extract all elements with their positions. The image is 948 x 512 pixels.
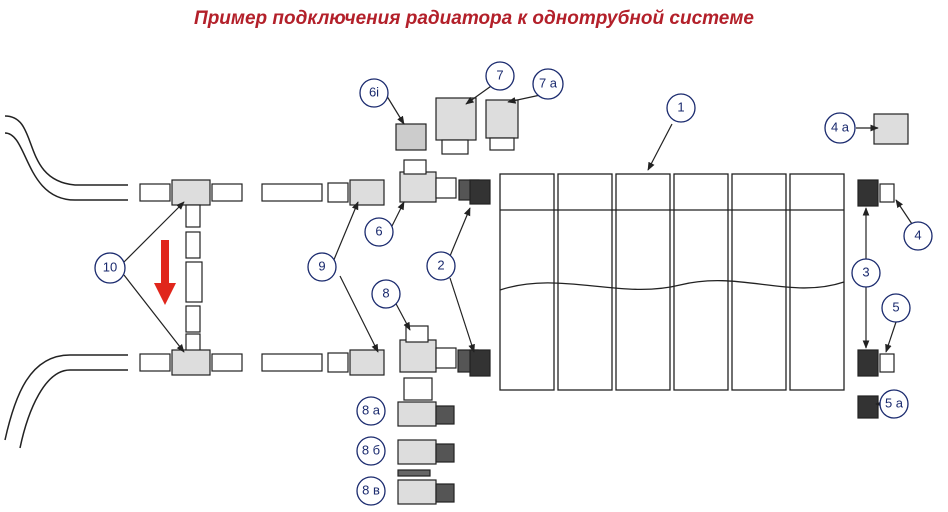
- callout-5: 5: [892, 299, 899, 314]
- radiator: [499, 173, 845, 391]
- thermostatic-valve: [399, 159, 480, 203]
- callout-10: 10: [103, 259, 117, 274]
- radiator-adapters: [469, 179, 491, 377]
- callout-3: 3: [862, 264, 869, 279]
- callout-9: 9: [318, 258, 325, 273]
- valve-variants: [397, 377, 455, 505]
- callout-7a: 7 а: [539, 75, 558, 90]
- callout-8v: 8 в: [362, 482, 380, 497]
- callout-2: 2: [437, 257, 444, 272]
- callout-6: 6: [375, 223, 382, 238]
- supply-fittings: [139, 179, 385, 259]
- callout-8a: 8 а: [362, 402, 381, 417]
- callout-4: 4: [914, 227, 921, 242]
- page-title: Пример подключения радиатора к однотрубн…: [194, 8, 754, 29]
- return-pipe: [4, 354, 128, 449]
- flow-direction-arrow: [154, 240, 176, 305]
- radiator-plugs: [857, 113, 909, 419]
- callout-1: 1: [677, 99, 684, 114]
- callouts: [94, 61, 933, 506]
- supply-pipe: [4, 115, 128, 201]
- return-fittings: [139, 349, 385, 376]
- callout-4a: 4 а: [831, 119, 850, 134]
- callout-6i: 6i: [369, 84, 379, 99]
- callout-5a: 5 а: [885, 395, 904, 410]
- callout-labels: 1 2 3 4 4 а 5 5 а 6 6i 7 7 а 8 8 а 8 б 8…: [103, 67, 922, 497]
- callout-8b: 8 б: [362, 442, 380, 457]
- callout-8: 8: [382, 285, 389, 300]
- thermostatic-heads: [395, 97, 519, 155]
- callout-7: 7: [496, 67, 503, 82]
- bypass-section: [185, 261, 203, 355]
- lockshield-valve: [399, 325, 479, 373]
